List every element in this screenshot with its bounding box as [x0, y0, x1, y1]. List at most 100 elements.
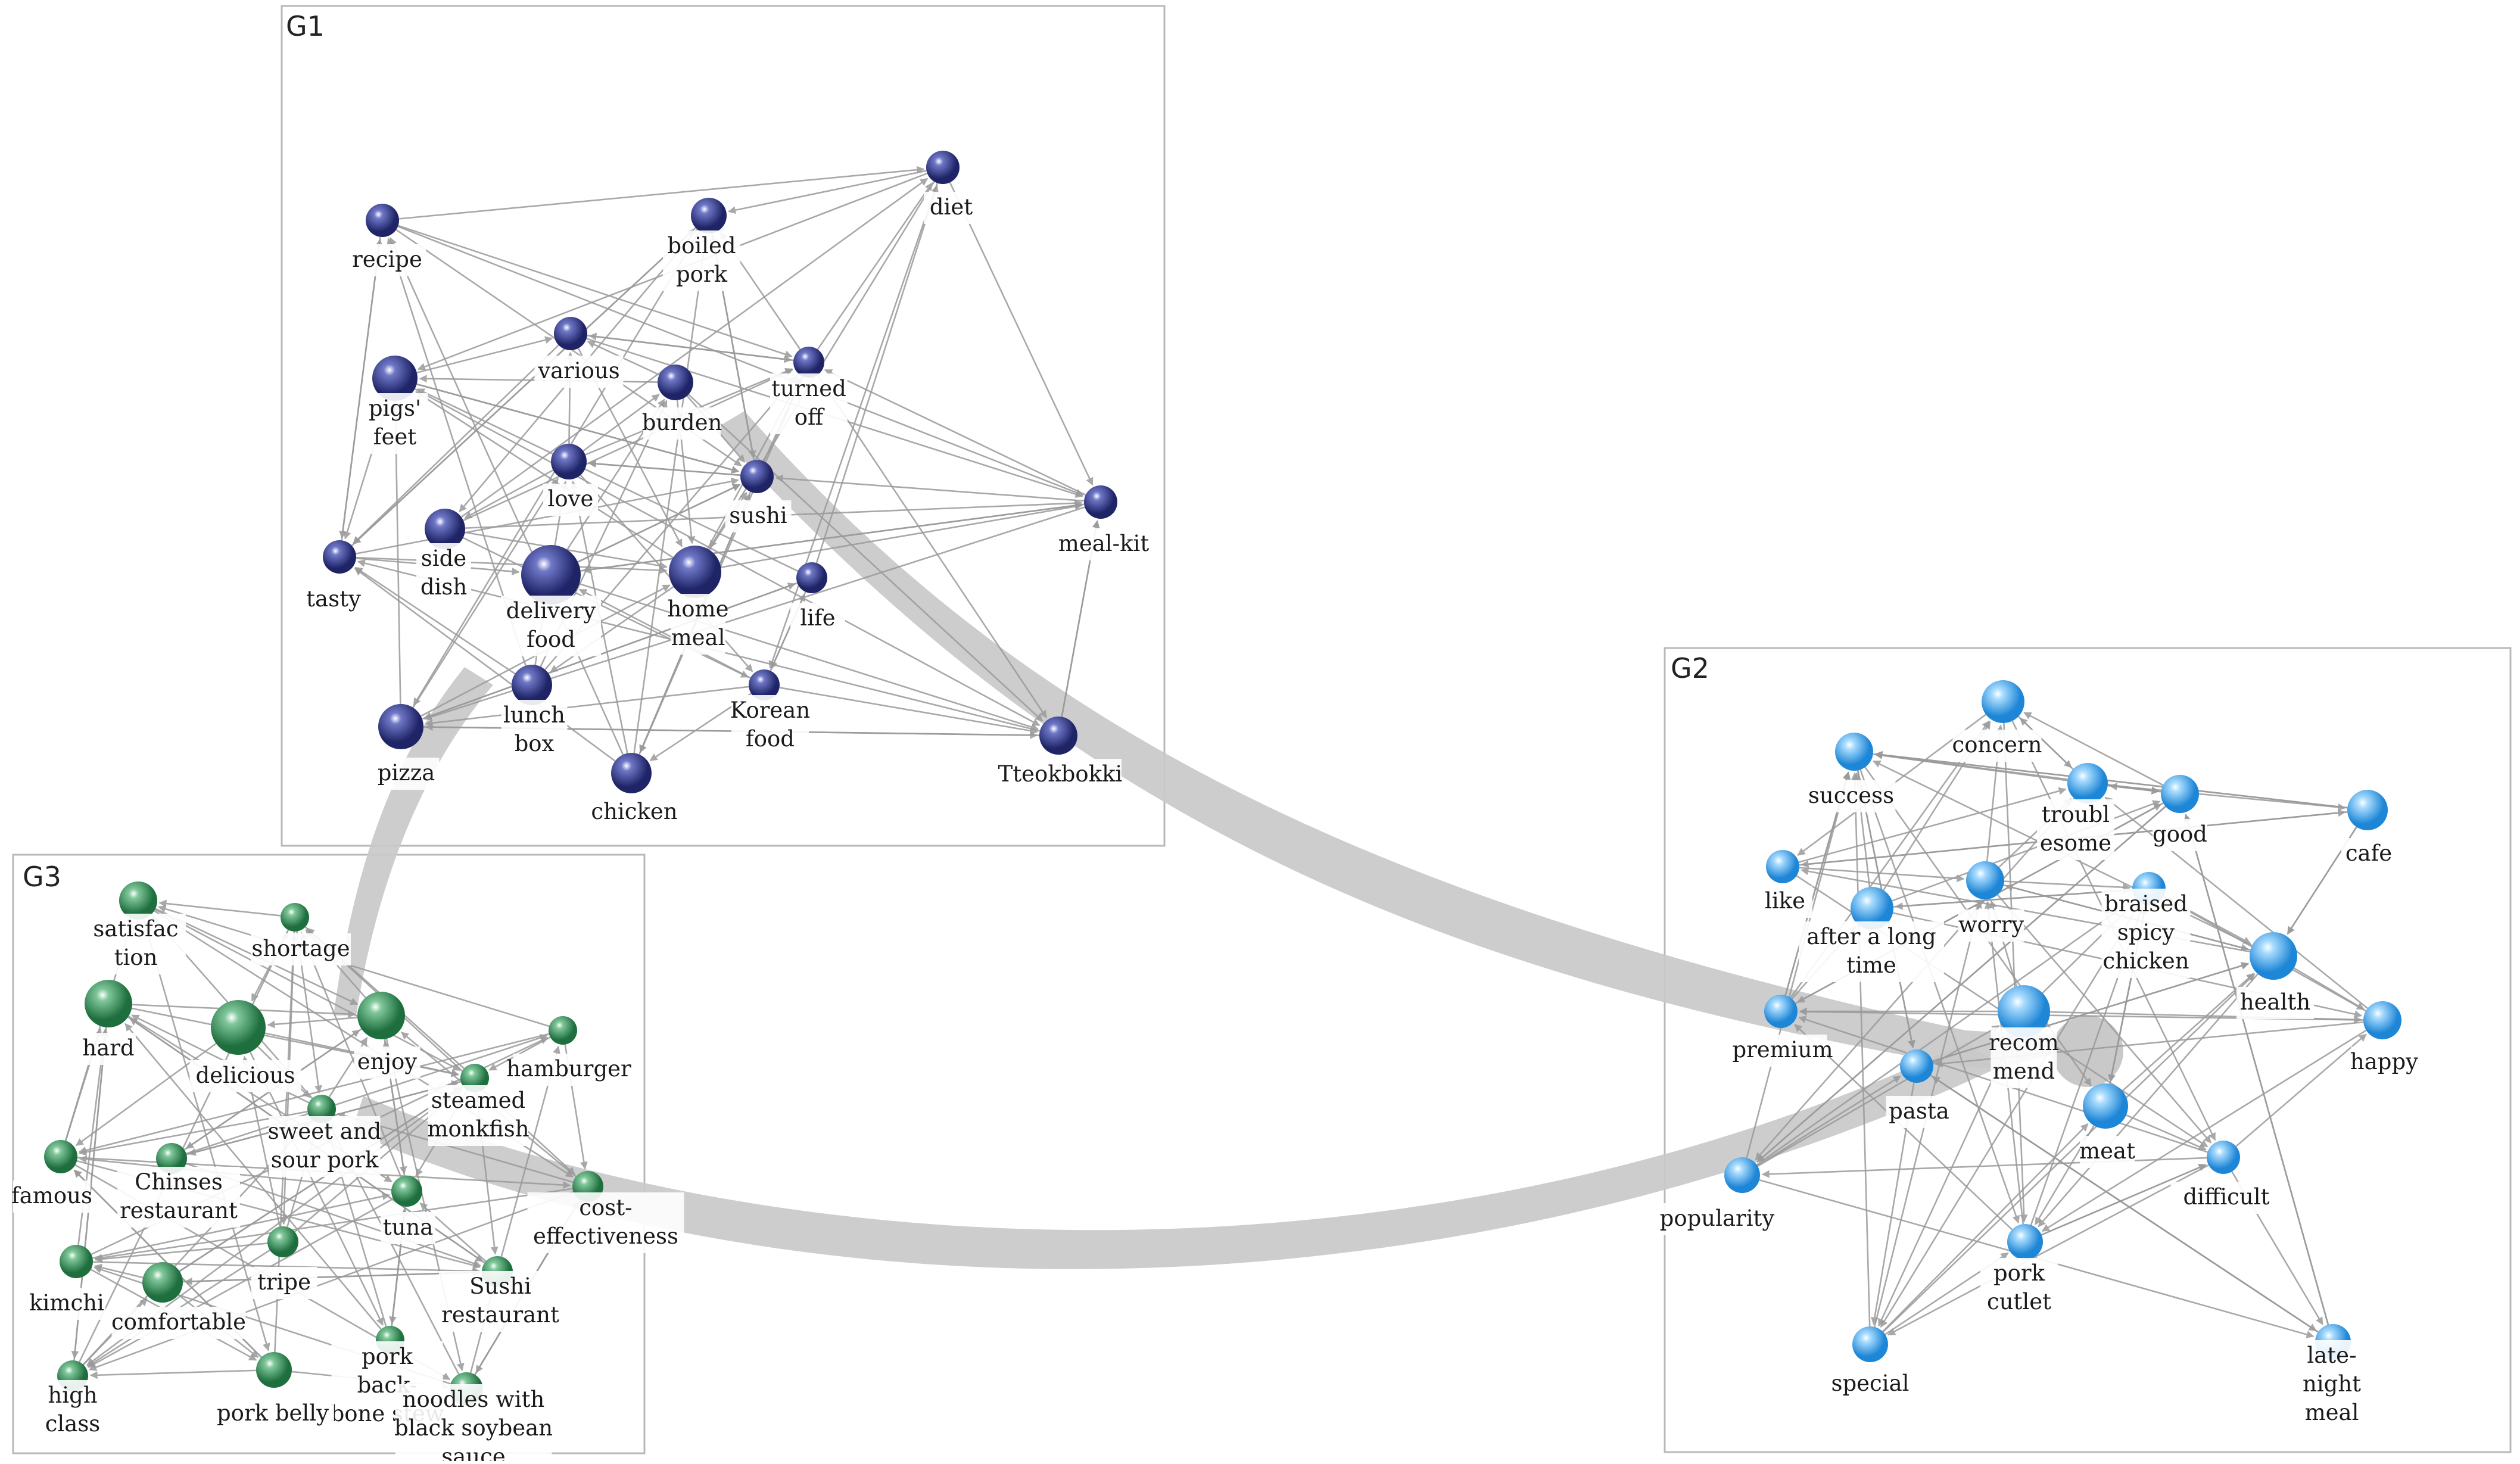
- node-tasty[interactable]: [323, 540, 356, 574]
- node-life[interactable]: [796, 562, 827, 593]
- node-label-line: meal: [671, 625, 725, 650]
- edge-hamburger-satisfaction: [158, 905, 550, 1027]
- node-chinese-restaurant[interactable]: [156, 1143, 187, 1174]
- node-label-line: dish: [420, 574, 467, 600]
- node-label-hard: hard: [82, 1035, 134, 1061]
- node-label-bg: [1799, 921, 1944, 982]
- node-hard[interactable]: [85, 980, 132, 1027]
- node-label-line: pigs': [369, 395, 421, 421]
- node-korean-food[interactable]: [749, 669, 780, 700]
- node-satisfaction[interactable]: [119, 881, 157, 920]
- node-label-bg: [2341, 838, 2396, 870]
- node-love[interactable]: [551, 444, 587, 479]
- node-sushi[interactable]: [740, 460, 774, 493]
- node-label-bg: [13, 1180, 91, 1213]
- node-shortage[interactable]: [281, 903, 309, 932]
- node-label-difficult: difficult: [2183, 1184, 2270, 1210]
- node-difficult[interactable]: [2207, 1141, 2240, 1174]
- node-delivery-food[interactable]: [521, 545, 581, 605]
- node-turned-off[interactable]: [793, 347, 824, 378]
- node-label-bg: [543, 484, 598, 516]
- node-home-meal[interactable]: [669, 546, 721, 598]
- node-label-bg: [28, 1288, 105, 1320]
- edge-delivery_food-sushi: [577, 484, 741, 563]
- node-label-tasty: tasty: [306, 586, 361, 612]
- node-label-happy: happy: [2350, 1049, 2418, 1074]
- node-various[interactable]: [554, 317, 587, 350]
- node-pork-cutlet[interactable]: [2007, 1224, 2043, 1260]
- node-troublesome[interactable]: [2067, 763, 2108, 803]
- node-label-bg: [725, 500, 792, 532]
- node-recipe[interactable]: [366, 204, 399, 237]
- node-pigs-feet[interactable]: [372, 356, 418, 401]
- node-label-bg: [2236, 987, 2314, 1019]
- edge-cost_effectiveness-kimchi: [94, 1188, 573, 1262]
- node-famous[interactable]: [44, 1140, 77, 1173]
- node-success[interactable]: [1835, 733, 1873, 771]
- node-pasta[interactable]: [1900, 1049, 1933, 1083]
- node-burden[interactable]: [658, 365, 693, 400]
- node-diet[interactable]: [926, 151, 960, 184]
- edge-tasty-boiled_pork: [351, 229, 694, 546]
- edge-enjoy-delicious: [267, 1017, 358, 1029]
- node-boiled-pork[interactable]: [691, 198, 727, 233]
- edge-tuna-shortage: [300, 932, 402, 1178]
- node-tteokbokki[interactable]: [1039, 717, 1077, 755]
- node-happy[interactable]: [2363, 1001, 2401, 1039]
- node-chicken[interactable]: [611, 753, 652, 793]
- node-like[interactable]: [1766, 850, 1799, 883]
- node-good[interactable]: [2161, 775, 2199, 813]
- node-label-bg: [501, 596, 601, 656]
- node-label-tripe: tripe: [257, 1269, 311, 1295]
- bundle-g3-g2: [351, 1042, 2001, 1269]
- edge-late_night_meal-pasta: [1932, 1076, 2319, 1333]
- node-label-line: esome: [2040, 830, 2111, 856]
- edge-like-troublesome: [1798, 787, 2067, 863]
- node-label-health: health: [2240, 989, 2310, 1015]
- node-special[interactable]: [1852, 1326, 1888, 1362]
- node-premium[interactable]: [1764, 995, 1798, 1028]
- node-meat[interactable]: [2083, 1083, 2128, 1129]
- node-kimchi[interactable]: [60, 1245, 93, 1278]
- edge-tasty-home_meal: [356, 556, 668, 574]
- edge-recipe-turned_off: [398, 225, 793, 359]
- node-side-dish[interactable]: [425, 509, 465, 549]
- node-hamburger[interactable]: [549, 1016, 577, 1045]
- node-tripe[interactable]: [267, 1226, 298, 1257]
- edge-burden-various: [587, 341, 660, 376]
- node-label-line: good: [2153, 821, 2207, 847]
- edge-cost_effectiveness-high_class: [88, 1191, 574, 1371]
- edge-diet-meal_kit: [949, 182, 1094, 486]
- node-label-line: comfortable: [111, 1309, 246, 1335]
- edge-home_meal-lunch_box: [550, 586, 674, 673]
- node-label-good: good: [2153, 821, 2207, 847]
- node-recommend[interactable]: [1998, 985, 2050, 1038]
- node-tuna[interactable]: [391, 1176, 422, 1207]
- edge-tripe-kimchi: [94, 1242, 268, 1263]
- node-label-line: food: [527, 627, 575, 652]
- node-delicious[interactable]: [211, 1000, 266, 1055]
- node-concern[interactable]: [1982, 680, 2024, 723]
- edge-pasta-health: [1932, 962, 2250, 1062]
- node-worry[interactable]: [1966, 861, 2004, 899]
- edge-pork_cutlet-difficult: [2041, 1164, 2207, 1236]
- node-label-bg: [731, 695, 809, 756]
- node-health[interactable]: [2250, 932, 2297, 980]
- node-popularity[interactable]: [1724, 1157, 1760, 1193]
- node-pork-belly[interactable]: [256, 1352, 292, 1388]
- edge-lunch_box-recipe: [387, 238, 527, 666]
- node-cafe[interactable]: [2347, 790, 2388, 830]
- node-label-bg: [2351, 1046, 2418, 1079]
- edge-troublesome-cafe: [2107, 784, 2346, 811]
- node-meal-kit[interactable]: [1084, 485, 1117, 519]
- node-after-long-time[interactable]: [1851, 887, 1893, 930]
- node-enjoy[interactable]: [357, 992, 405, 1039]
- node-label-line: shortage: [251, 936, 350, 961]
- node-pizza[interactable]: [378, 704, 423, 749]
- node-lunch-box[interactable]: [512, 665, 552, 705]
- node-comfortable[interactable]: [142, 1262, 183, 1303]
